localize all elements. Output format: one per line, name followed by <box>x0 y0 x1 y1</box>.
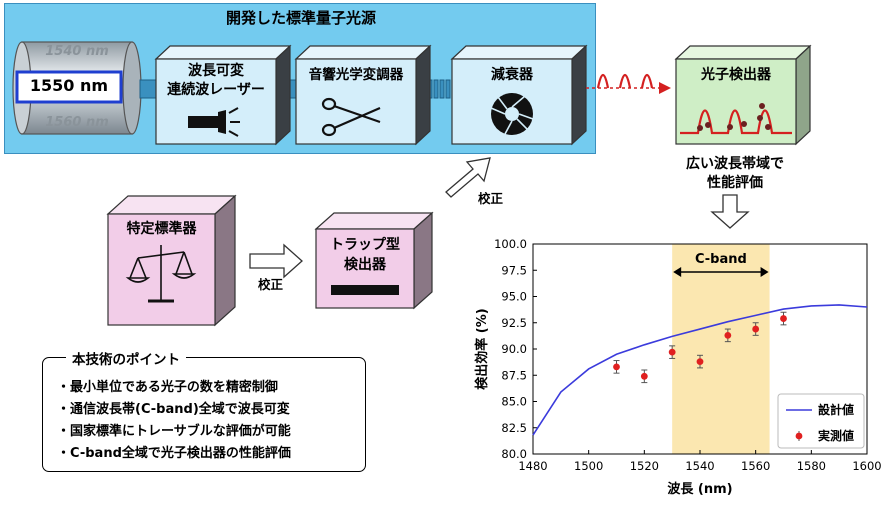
y-tick-label: 95.0 <box>501 290 527 304</box>
key-point-item: ・通信波長帯(C-band)全域で波長可変 <box>57 402 290 417</box>
data-point <box>780 315 787 322</box>
calibration-arrow-right <box>249 243 303 279</box>
data-point <box>613 363 620 371</box>
x-axis-label: 波長 (nm) <box>667 481 732 497</box>
trap-detector-box <box>314 211 434 310</box>
standard-device-label: 特定標準器 <box>126 221 197 237</box>
legend-measured-swatch <box>795 432 803 440</box>
y-tick-label: 80.0 <box>501 447 527 461</box>
laser-box <box>154 44 292 146</box>
x-tick-label: 1520 <box>630 459 659 473</box>
efficiency-chart: C-band 80.0 82.5 85.0 87.5 90.0 92.5 95.0 97.5 10… <box>474 237 882 497</box>
light-pulses <box>586 73 671 94</box>
key-point-item: ・国家標準にトレーサブルな評価が可能 <box>57 424 291 439</box>
wavelength-1560-label: 1560 nm <box>45 115 109 130</box>
wavelength-selected-label: 1550 nm <box>29 76 109 95</box>
down-arrow <box>710 194 750 229</box>
y-tick-label: 82.5 <box>501 421 527 435</box>
laser-label-line2: 連続波レーザー <box>167 82 265 98</box>
photon-detector-box <box>674 44 812 146</box>
attenuator-label: 減衰器 <box>491 67 533 83</box>
trap-detector-label-line1: トラップ型 <box>330 237 400 253</box>
trap-detector-label-line2: 検出器 <box>344 257 386 273</box>
x-tick-label: 1580 <box>797 459 826 473</box>
photon-detector-label: 光子検出器 <box>701 67 771 83</box>
y-axis-label: 検出効率 (%) <box>474 308 490 389</box>
y-tick-label: 90.0 <box>501 342 527 356</box>
tunable-filter-cylinder <box>12 41 142 135</box>
aperture-icon <box>490 93 534 135</box>
cband-region <box>672 244 770 454</box>
x-tick-label: 1480 <box>518 459 547 473</box>
laser-label-line1: 波長可変 <box>188 63 244 79</box>
calibration-label-horizontal: 校正 <box>258 277 284 292</box>
calibration-label-diagonal: 校正 <box>478 191 504 206</box>
y-tick-label: 100.0 <box>494 237 527 251</box>
flashlight-icon <box>188 107 240 137</box>
wavelength-1540-label: 1540 nm <box>45 44 109 59</box>
y-tick-label: 92.5 <box>501 316 527 330</box>
legend-design-label: 設計値 <box>818 402 854 417</box>
scissors-icon <box>321 97 381 137</box>
detector-caption-line2: 性能評価 <box>707 175 763 191</box>
key-points-title: 本技術のポイント <box>66 348 186 368</box>
calibration-arrow-diagonal <box>445 157 491 198</box>
data-point <box>724 331 732 339</box>
balance-scale-icon <box>125 245 197 303</box>
y-tick-label: 97.5 <box>501 263 527 277</box>
data-point <box>640 372 648 380</box>
key-point-item: ・C-band全域で光子検出器の性能評価 <box>57 446 291 461</box>
data-point <box>668 348 676 356</box>
standard-device-box <box>106 194 237 327</box>
x-tick-label: 1560 <box>741 459 770 473</box>
panel-title: 開発した標準量子光源 <box>225 9 376 27</box>
modulator-box <box>294 44 432 146</box>
series-line-design <box>532 304 868 436</box>
cband-label: C-band <box>695 252 747 267</box>
key-point-item: ・最小単位である光子の数を精密制御 <box>57 380 278 395</box>
detector-caption-line1: 広い波長帯域で <box>686 156 784 172</box>
modulator-label: 音響光学変調器 <box>308 67 404 83</box>
x-tick-label: 1500 <box>574 459 603 473</box>
legend-measured-label: 実測値 <box>818 428 854 443</box>
y-tick-label: 85.0 <box>501 395 527 409</box>
data-point <box>696 358 704 365</box>
key-points-box <box>42 357 366 472</box>
attenuator-box <box>450 44 588 146</box>
x-tick-label: 1600 <box>852 459 881 473</box>
y-tick-label: 87.5 <box>501 368 527 382</box>
data-point <box>752 325 760 333</box>
x-tick-label: 1540 <box>685 459 714 473</box>
